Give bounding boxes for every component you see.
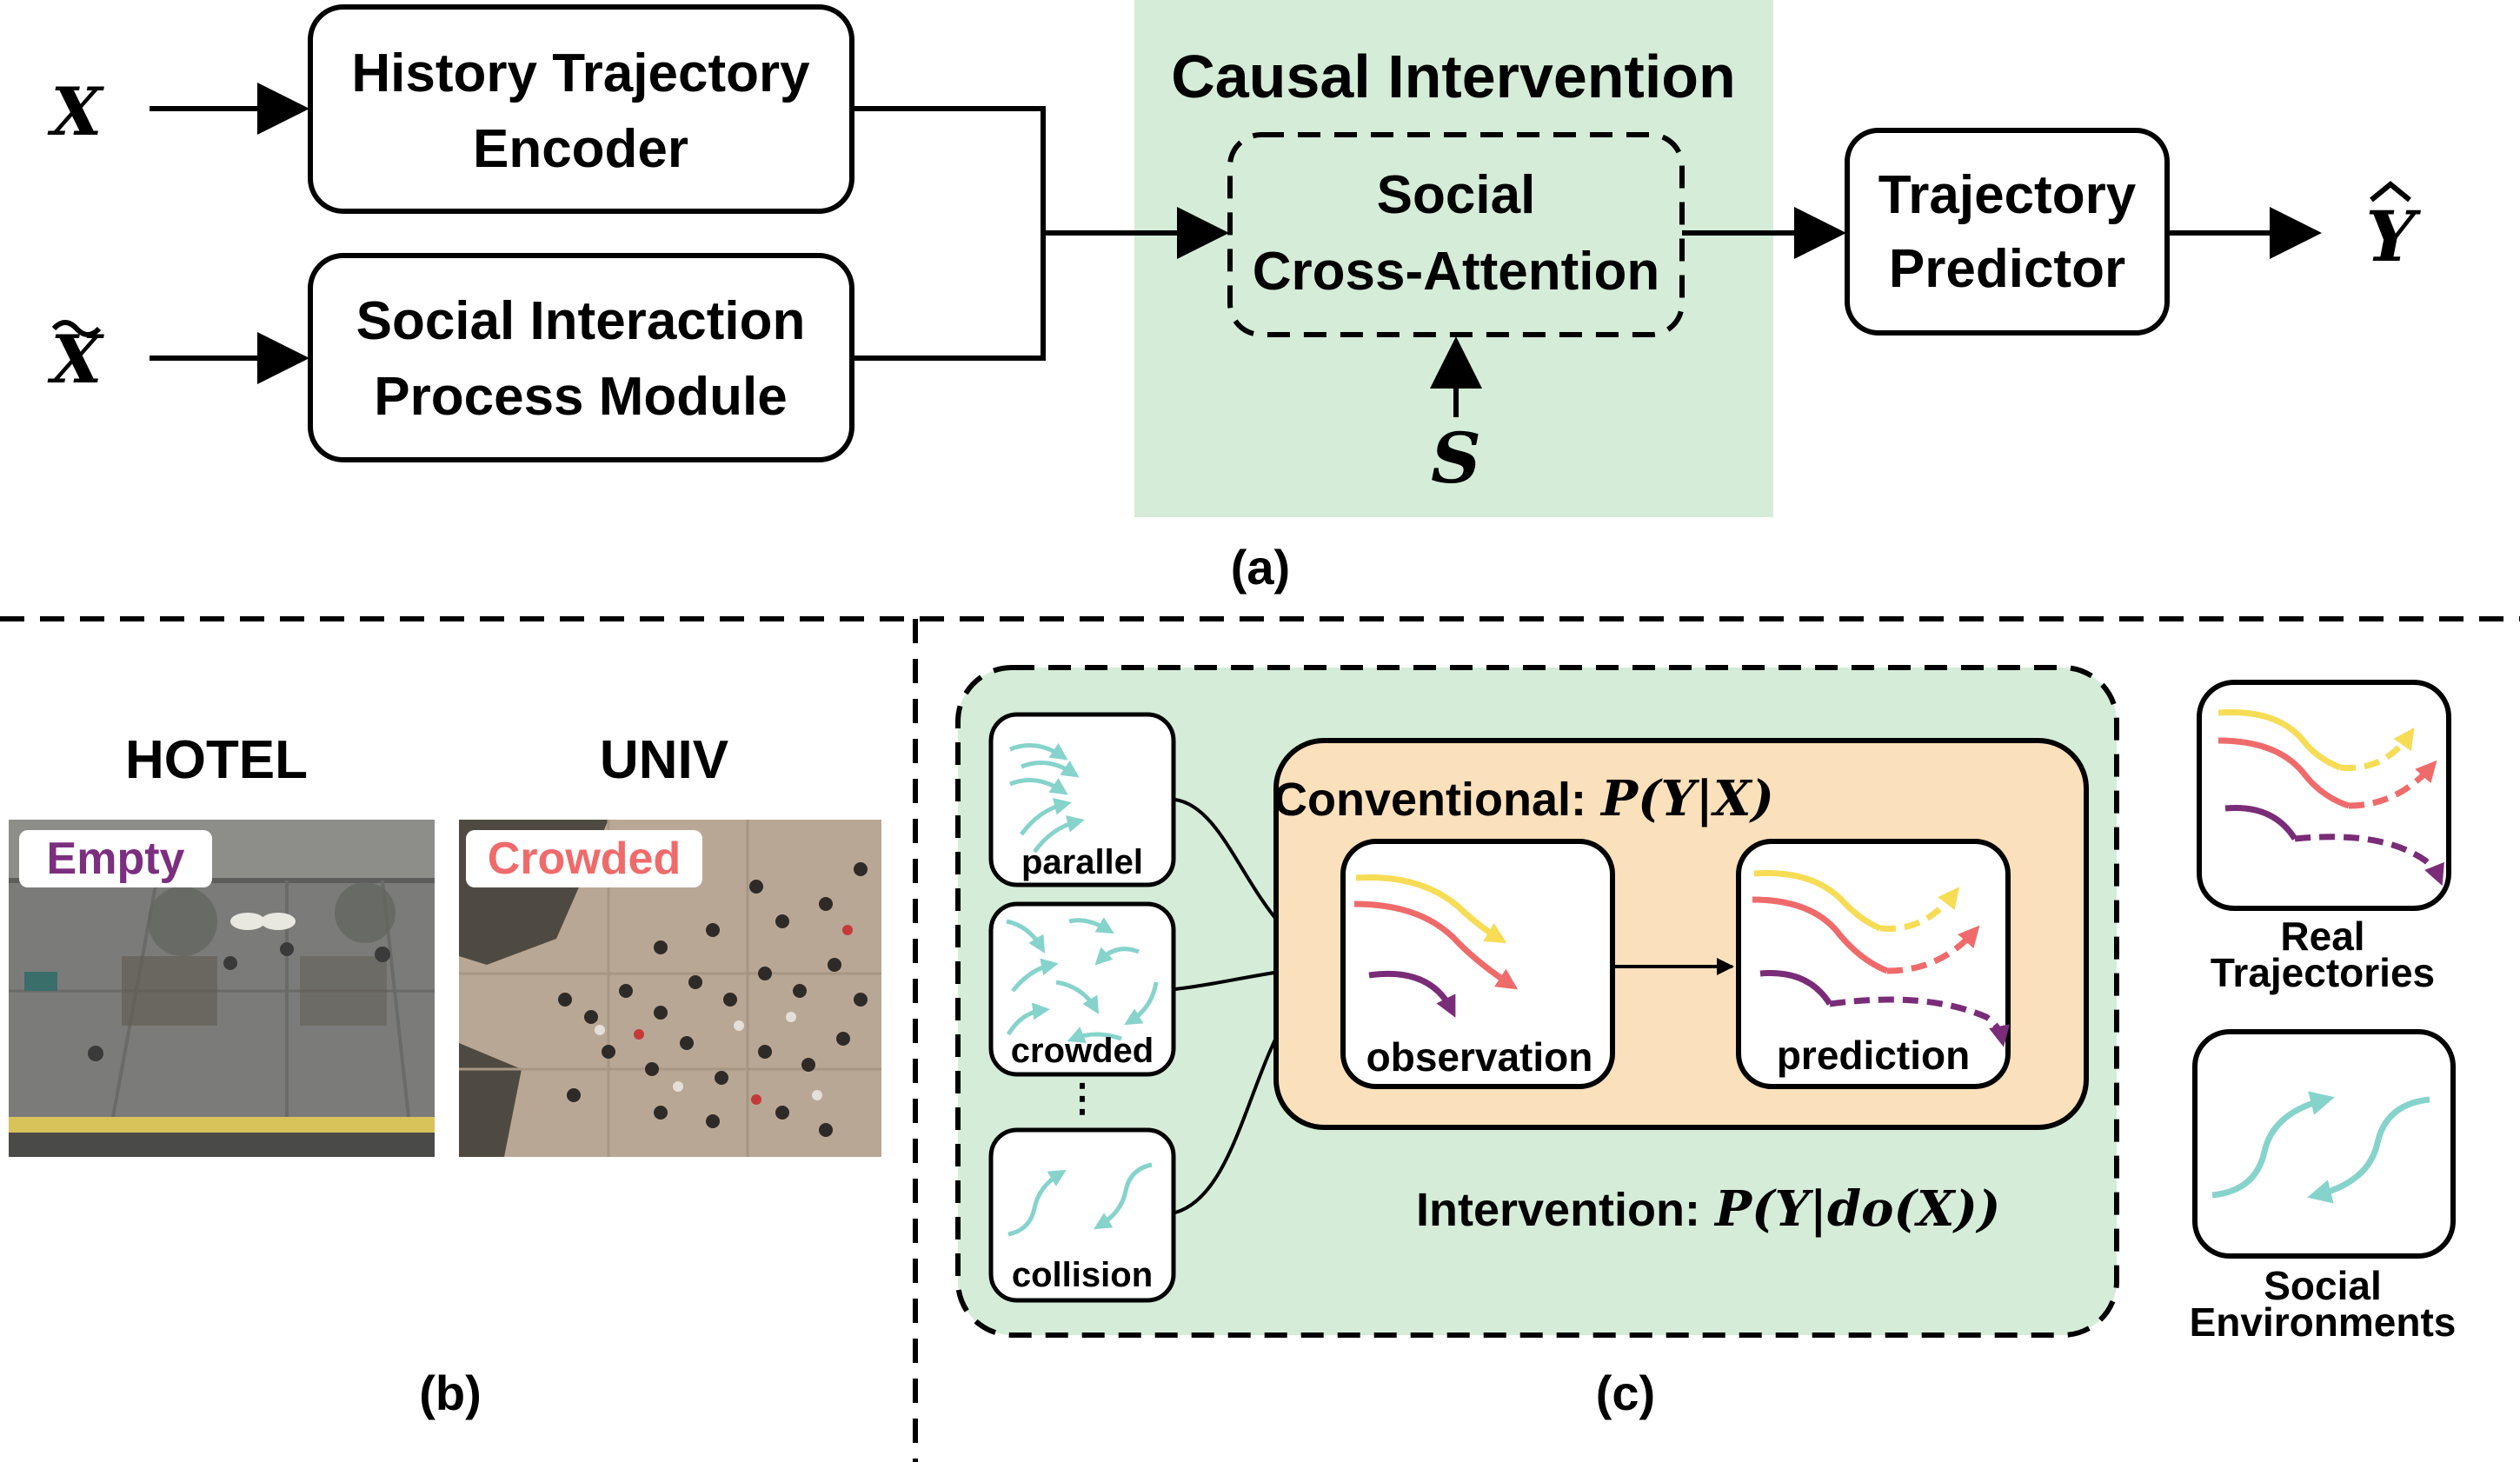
intervention-formula: P(Y|do(X)): [1713, 1180, 2000, 1238]
caption-b: (b): [419, 1366, 482, 1420]
prediction-box: prediction: [1736, 839, 2011, 1089]
hotel-scene-image: [9, 820, 435, 1157]
conventional-formula: P(Y|X): [1599, 770, 1774, 827]
parallel-environment: parallel: [988, 712, 1176, 887]
caption-a: (a): [1231, 540, 1290, 595]
legend-real-line1: Real: [2280, 914, 2364, 959]
univ-title: UNIV: [600, 730, 728, 790]
panel-b: HOTEL UNIV Empty: [9, 730, 881, 1420]
legend-real-line2: Trajectories: [2211, 950, 2435, 995]
panel-c: parallel crowded ⋮: [955, 665, 2457, 1420]
predictor-label-line2: Predictor: [1889, 239, 2125, 299]
legend-social-line1: Social: [2264, 1263, 2382, 1308]
social-module-label-line2: Process Module: [374, 367, 787, 427]
legend-social-environments: Social Environments: [2190, 1029, 2457, 1345]
collision-label: collision: [1012, 1256, 1153, 1294]
input-x-label: X: [48, 73, 105, 150]
legend-social-line2: Environments: [2190, 1299, 2457, 1345]
encoder-label-line2: Encoder: [473, 119, 688, 179]
s-label: S: [1431, 417, 1481, 499]
hotel-title: HOTEL: [125, 730, 308, 790]
social-module-label-line1: Social Interaction: [356, 291, 806, 351]
collision-environment: collision: [988, 1127, 1176, 1303]
cross-attention-label-line1: Social: [1377, 165, 1536, 225]
observation-label: observation: [1366, 1034, 1593, 1080]
hat-accent-icon: [2370, 181, 2411, 203]
conventional-label: Conventional:: [1273, 774, 1586, 826]
legend-real-trajectories: Real Trajectories: [2197, 680, 2451, 995]
history-trajectory-encoder-box: [308, 4, 854, 214]
crowded-badge-text: Crowded: [488, 834, 681, 884]
crowded-environment: crowded: [988, 901, 1176, 1077]
empty-badge: [19, 830, 212, 887]
crowded-badge: [466, 830, 702, 887]
cross-attention-label-line2: Cross-Attention: [1253, 242, 1659, 302]
encoder-label-line1: History Trajectory: [351, 43, 810, 103]
tilde-accent-icon: [51, 320, 102, 337]
ellipsis: ⋮: [1063, 1077, 1101, 1120]
trajectory-predictor-box: [1845, 128, 2170, 336]
parallel-label: parallel: [1021, 843, 1143, 881]
causal-intervention-region: [1134, 0, 1773, 517]
social-interaction-module-box: [308, 253, 854, 462]
panel-a: X X History Trajectory Encoder Social In…: [48, 0, 2421, 595]
crowded-label: crowded: [1011, 1032, 1154, 1070]
social-cross-attention-box: [1227, 132, 1685, 337]
output-y-label: Y: [2365, 196, 2421, 277]
caption-c: (c): [1596, 1366, 1655, 1420]
empty-badge-text: Empty: [47, 834, 185, 884]
prediction-label: prediction: [1777, 1033, 1970, 1078]
intervention-label: Intervention:: [1416, 1184, 1700, 1236]
causal-intervention-title: Causal Intervention: [1171, 43, 1736, 110]
predictor-label-line1: Trajectory: [1878, 165, 2137, 225]
merge-connector: [852, 106, 1046, 361]
observation-box: observation: [1340, 839, 1615, 1089]
